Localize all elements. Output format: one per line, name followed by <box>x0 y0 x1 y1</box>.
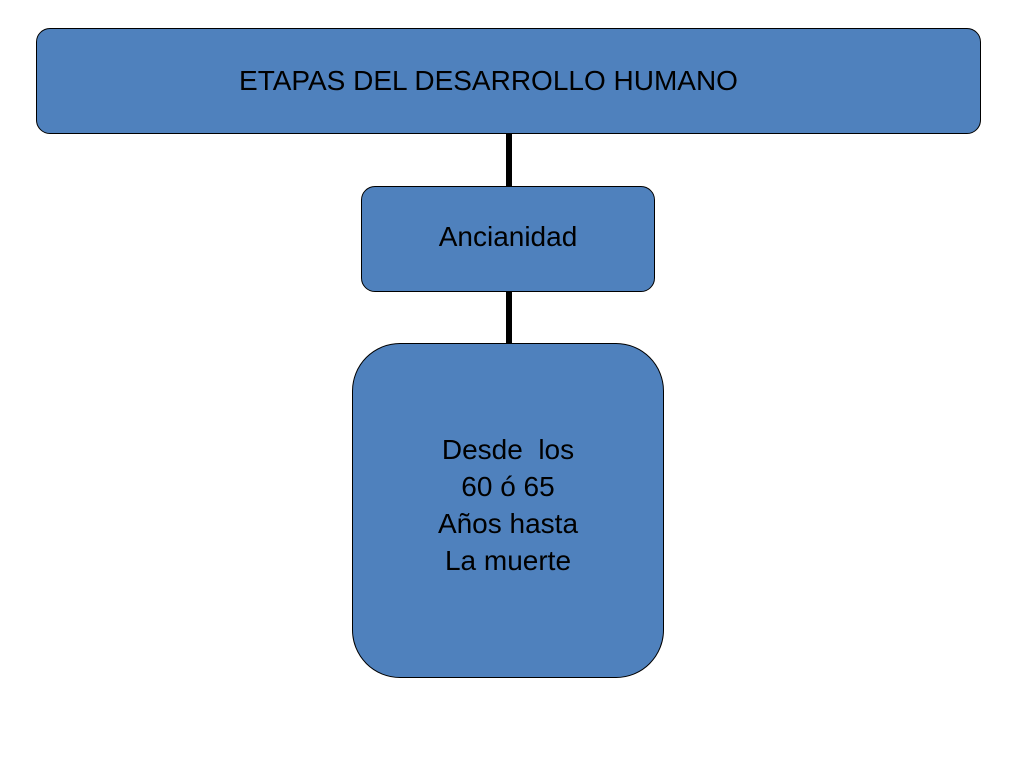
title-text: ETAPAS DEL DESARROLLO HUMANO <box>239 65 738 96</box>
connector-stage-to-detail <box>506 290 512 346</box>
stage-text: Ancianidad <box>438 221 578 252</box>
detail-line: La muerte <box>444 544 572 576</box>
title-box: ETAPAS DEL DESARROLLO HUMANO <box>36 28 981 134</box>
detail-box: Desde los 60 ó 65 Años hasta La muerte <box>352 343 664 678</box>
detail-line: 60 ó 65 <box>461 470 555 502</box>
stage-box: Ancianidad <box>361 186 655 292</box>
connector-title-to-stage <box>506 132 512 188</box>
detail-line: Desde los <box>441 433 575 465</box>
detail-line: Años hasta <box>437 507 579 539</box>
